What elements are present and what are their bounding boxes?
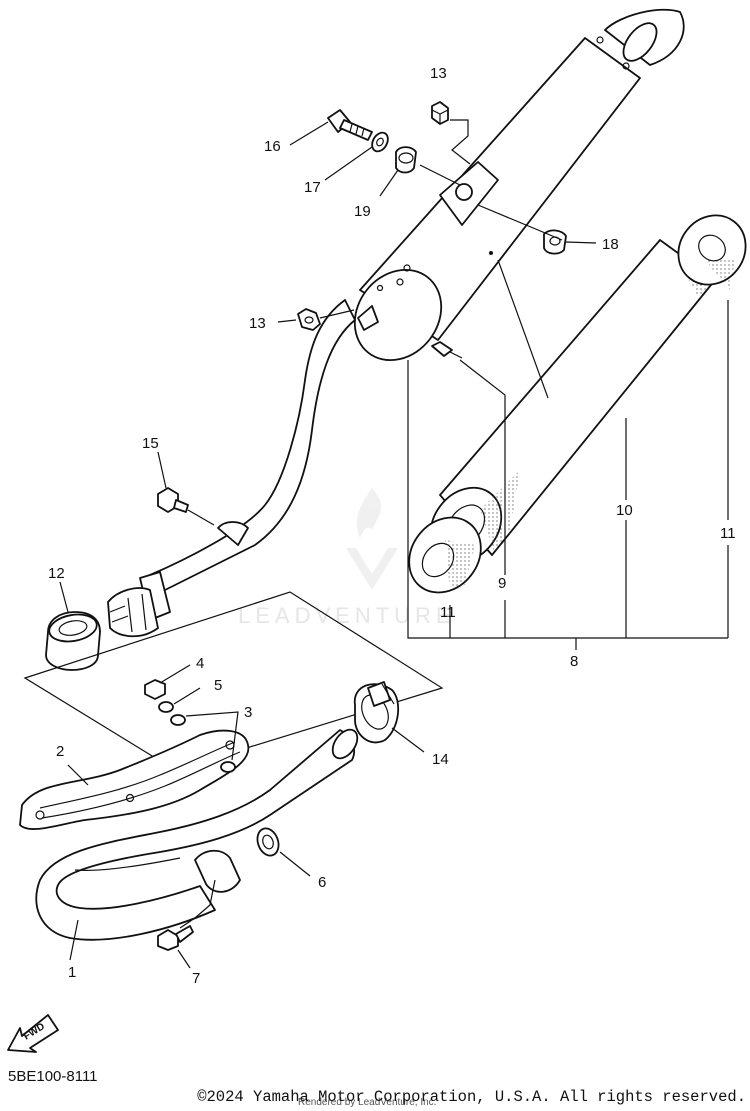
callout-17: 17 (304, 179, 321, 196)
diagram-code: 5BE100-8111 (8, 1068, 98, 1085)
callout-9: 9 (498, 575, 506, 592)
bolt-15[interactable] (157, 487, 189, 513)
callout-8: 8 (570, 653, 578, 670)
callout-16: 16 (264, 138, 281, 155)
callout-3: 3 (244, 704, 252, 721)
damper-18[interactable] (543, 229, 567, 255)
washer-17[interactable] (369, 130, 391, 154)
callout-10: 10 (616, 502, 633, 519)
washer-5[interactable] (158, 701, 174, 713)
callout-labels: 1 2 3 4 5 6 7 8 9 10 11 11 12 13 13 14 1… (48, 65, 736, 987)
gasket-ring[interactable] (45, 611, 101, 671)
nut-13-top[interactable] (431, 101, 449, 125)
exhaust-protector[interactable] (19, 729, 250, 830)
callout-18: 18 (602, 236, 619, 253)
fwd-arrow-icon: FWD (7, 1014, 59, 1053)
callout-11-rear: 11 (720, 525, 736, 542)
collar-19[interactable] (395, 146, 417, 174)
bolt-7[interactable] (157, 925, 194, 951)
callout-15: 15 (142, 435, 159, 452)
collar-3b[interactable] (220, 761, 236, 773)
callout-13-side: 13 (249, 315, 266, 332)
leader-lines (59, 119, 729, 969)
callout-4: 4 (196, 655, 204, 672)
clamp-14[interactable] (354, 681, 400, 744)
bolt-16[interactable] (327, 109, 373, 141)
screw-muffler[interactable] (431, 341, 463, 359)
callout-19: 19 (354, 203, 371, 220)
rendered-by-credit: Rendered by LeadVenture, Inc. (298, 1097, 437, 1108)
watermark-logo (346, 488, 398, 590)
callout-11-front: 11 (440, 604, 456, 621)
callout-13-top: 13 (430, 65, 447, 82)
callout-12: 12 (48, 565, 65, 582)
end-cap-rear[interactable] (665, 202, 750, 298)
callout-1: 1 (68, 964, 76, 981)
copyright-notice: ©2024 Yamaha Motor Corporation, U.S.A. A… (197, 1088, 746, 1106)
callout-14: 14 (432, 751, 449, 768)
muffler-assembly[interactable] (337, 8, 685, 378)
bolt-4[interactable] (144, 679, 166, 700)
callout-6: 6 (318, 874, 326, 891)
callout-7: 7 (192, 970, 200, 987)
callout-2: 2 (56, 743, 64, 760)
end-cap-front[interactable] (394, 503, 495, 607)
nut-13-side[interactable] (297, 308, 321, 331)
middle-pipe[interactable] (107, 299, 356, 638)
collar-3a[interactable] (170, 714, 186, 726)
gasket-6[interactable] (254, 825, 282, 858)
watermark-text: LEADVENTURE (238, 603, 456, 628)
exhaust-pipe[interactable] (35, 725, 362, 941)
callout-5: 5 (214, 677, 222, 694)
